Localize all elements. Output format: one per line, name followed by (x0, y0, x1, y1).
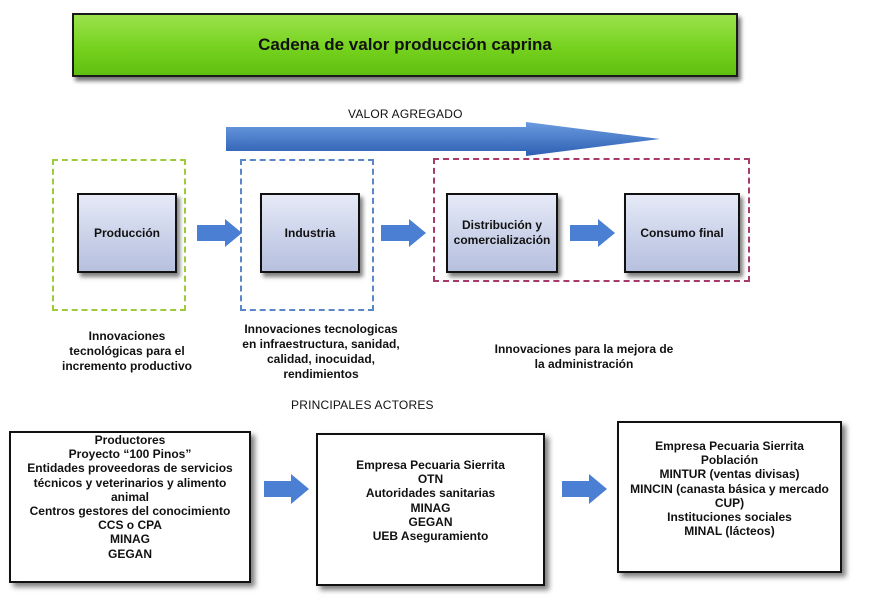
actor-item: MINAL (lácteos) (684, 524, 775, 539)
stage-industry-label: Industria (284, 225, 336, 240)
actor-item: MINCIN (canasta básica y mercado (630, 481, 829, 496)
actor-item: Productores (94, 433, 166, 447)
actors-box-production: Productores Proyecto “100 Pinos” Entidad… (9, 431, 251, 583)
distribution-dashed-frame (433, 158, 750, 282)
actor-item: Centros gestores del conocimiento (29, 504, 231, 519)
actor-item: GEGAN (408, 514, 453, 529)
actor-item: Autoridades sanitarias (365, 486, 496, 501)
actor-item: CUP) (714, 495, 745, 510)
flow-arrow-icon (197, 219, 242, 247)
value-added-arrow (226, 122, 660, 156)
principal-actors-label: PRINCIPALES ACTORES (291, 398, 434, 412)
actor-item: MINTUR (ventas divisas) (659, 467, 800, 482)
actor-item: Instituciones sociales (667, 510, 792, 525)
stage-final-consumption-label: Consumo final (640, 225, 724, 240)
actor-item: técnicos y veterinarios y alimento (33, 475, 227, 490)
actor-item: Población (700, 453, 759, 468)
stage-production: Producción (77, 193, 177, 273)
flow-arrow-icon (562, 474, 607, 504)
actor-item: GEGAN (107, 546, 152, 561)
title-banner: Cadena de valor producción caprina (72, 13, 738, 77)
actor-item: Empresa Pecuaria Sierrita (655, 439, 804, 453)
innovation-note-production: Innovaciones tecnológicas para el increm… (62, 329, 193, 373)
flow-arrow-icon (381, 219, 426, 247)
industry-dashed-frame (240, 159, 374, 311)
flow-arrow-icon (264, 474, 309, 504)
actor-item: CCS o CPA (98, 518, 162, 533)
actors-box-distribution: Empresa Pecuaria Sierrita Población MINT… (617, 421, 842, 573)
stage-distribution-label: Distribución y comercialización (453, 218, 551, 247)
stage-production-label: Producción (93, 225, 160, 240)
value-added-label: VALOR AGREGADO (348, 107, 463, 121)
production-dashed-frame (52, 159, 186, 311)
actors-box-industry: Empresa Pecuaria Sierrita OTN Autoridade… (316, 433, 545, 586)
actor-item: Proyecto “100 Pinos” (68, 447, 192, 462)
actor-item: Entidades proveedoras de servicios (27, 461, 233, 476)
actor-item: OTN (417, 472, 444, 487)
stage-distribution: Distribución y comercialización (446, 193, 558, 273)
innovation-note-industry: Innovaciones tecnologicas en infraestruc… (242, 322, 400, 381)
actor-item: UEB Aseguramiento (372, 529, 489, 544)
actor-item: animal (110, 489, 149, 504)
stage-final-consumption: Consumo final (624, 193, 740, 273)
innovation-note-administration: Innovaciones para la mejora de la admini… (494, 342, 674, 371)
diagram-title: Cadena de valor producción caprina (258, 35, 552, 54)
flow-arrow-icon (570, 219, 615, 247)
actor-item: Empresa Pecuaria Sierrita (356, 458, 505, 472)
actor-item: MINAG (410, 500, 451, 515)
stage-industry: Industria (260, 193, 360, 273)
actor-item: MINAG (110, 532, 150, 547)
